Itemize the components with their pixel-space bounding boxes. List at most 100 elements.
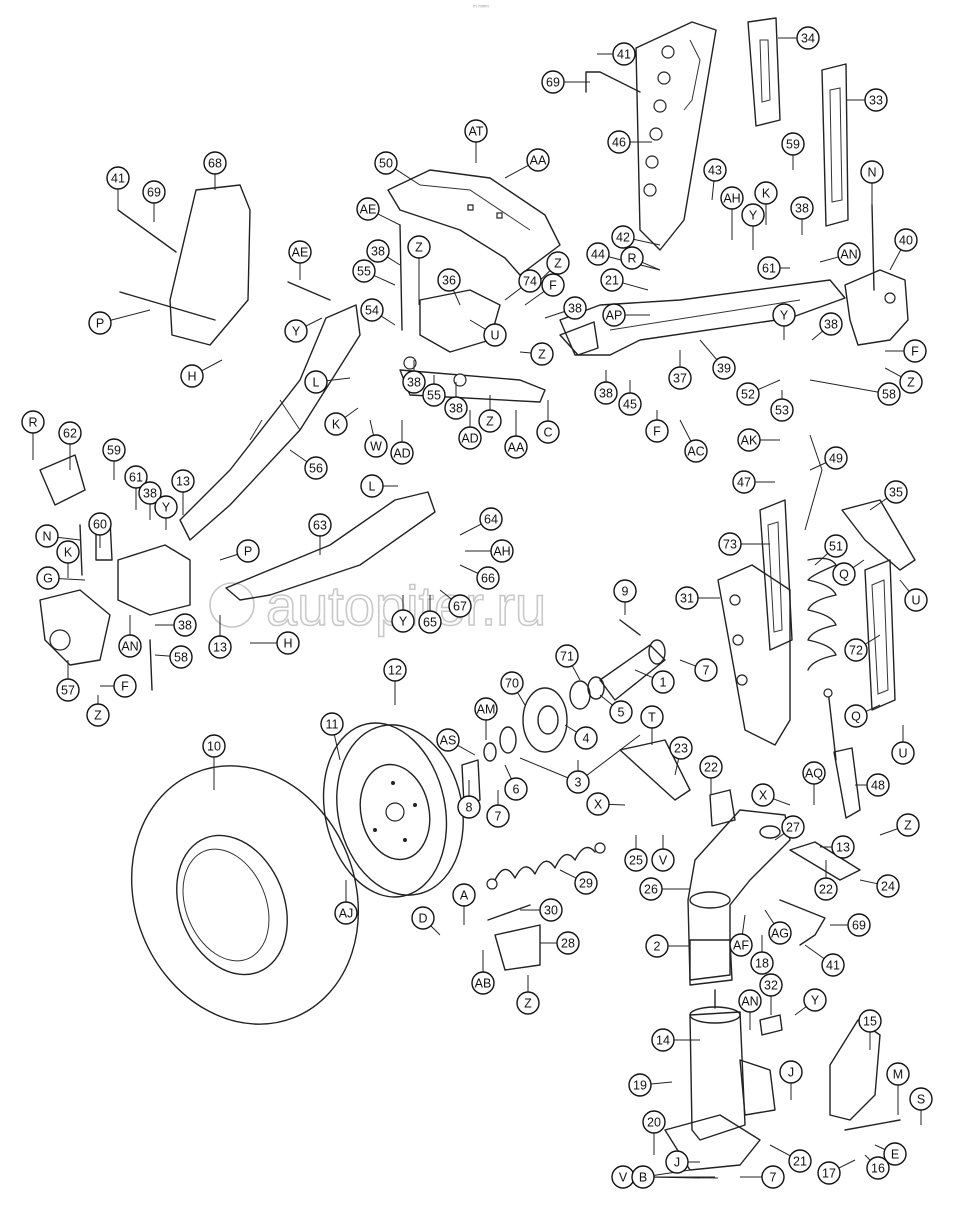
callout-label: 4: [583, 732, 590, 746]
callout-label: F: [653, 425, 661, 439]
callout-12: 12: [383, 658, 407, 705]
callout-circle: [444, 396, 468, 420]
callout-circle: [796, 26, 820, 50]
callout-67: 67: [439, 589, 472, 618]
tire-10: [130, 765, 360, 1025]
leader-line: [369, 419, 375, 436]
leader-line: [439, 589, 452, 600]
callout-label: R: [28, 416, 37, 430]
callout-z: Z: [884, 367, 923, 394]
callout-at: AT: [464, 119, 488, 163]
callout-label: P: [244, 545, 252, 559]
callout-30: 30: [520, 898, 563, 922]
callout-label: 18: [755, 957, 769, 971]
leader-line: [326, 377, 351, 382]
callout-20: 20: [642, 1110, 666, 1155]
callout-circle: [541, 273, 565, 297]
fender-50: [387, 169, 561, 276]
callout-33: 33: [846, 88, 888, 112]
callout-circle: [600, 268, 624, 292]
callout-circle: [770, 398, 794, 422]
leader-line: [764, 909, 775, 925]
callout-72: 72: [844, 634, 881, 662]
callout-circle: [866, 773, 890, 797]
callout-circle: [308, 513, 332, 537]
callout-circle: [476, 566, 500, 590]
callout-label: 59: [107, 444, 121, 458]
callout-label: 59: [786, 138, 800, 152]
callout-26: 26: [639, 877, 690, 901]
callout-label: 2: [654, 940, 661, 954]
callout-label: 69: [546, 76, 560, 90]
callout-p: P: [88, 309, 151, 335]
callout-52: 52: [736, 379, 781, 406]
callout-label: 74: [523, 275, 537, 289]
callout-62: 62: [58, 421, 82, 470]
callout-circle: [504, 777, 528, 801]
callout-label: 73: [723, 538, 737, 552]
callout-46: 46: [607, 130, 652, 154]
callout-circle: [737, 428, 761, 452]
column-14: [664, 989, 783, 1171]
callout-label: 61: [762, 262, 776, 276]
callout-label: AN: [840, 248, 857, 262]
callout-circle: [883, 1142, 907, 1166]
leader-line: [869, 497, 888, 511]
leader-line: [387, 256, 401, 266]
callout-label: 50: [379, 157, 393, 171]
leader-line: [773, 798, 791, 806]
callout-aa: AA: [504, 410, 528, 459]
callout-label: 41: [617, 48, 631, 62]
callout-label: S: [917, 1093, 925, 1107]
callout-label: F: [911, 345, 919, 359]
callout-l: L: [360, 474, 398, 498]
callout-v: V: [651, 835, 675, 872]
callout-am: AM: [474, 697, 498, 740]
callout-label: 25: [629, 854, 643, 868]
callout-circle: [613, 579, 637, 603]
callout-label: 65: [423, 616, 437, 630]
callout-circle: [732, 470, 756, 494]
callout-37: 37: [668, 350, 692, 390]
callout-label: 6: [513, 783, 520, 797]
leader-line: [864, 1154, 871, 1161]
callout-s: S: [909, 1087, 933, 1125]
plate-73: [759, 499, 793, 651]
callout-x: X: [586, 792, 626, 816]
callout-ad: AD: [458, 410, 482, 450]
callout-circle: [304, 456, 328, 480]
callout-69: 69: [142, 180, 166, 222]
callout-a: A: [452, 883, 476, 925]
callout-label: 7: [495, 810, 502, 824]
leader-line: [373, 275, 396, 286]
callout-circle: [536, 420, 560, 444]
callout-label: U: [898, 747, 907, 761]
callout-aj: AJ: [334, 880, 358, 925]
callout-label: 63: [313, 519, 327, 533]
callout-circle: [448, 594, 472, 618]
callout-ak: AK: [737, 428, 780, 452]
callout-circle: [736, 382, 760, 406]
callout-circle: [768, 921, 792, 945]
leader-line: [741, 914, 746, 935]
callout-36: 36: [437, 268, 461, 306]
leader-line: [305, 317, 323, 327]
callout-g: G: [36, 566, 86, 590]
callout-38: 38: [155, 613, 197, 637]
callout-label: 34: [801, 32, 815, 46]
leader-line: [57, 536, 81, 541]
callout-3: 3: [566, 760, 590, 794]
callout-circle: [699, 755, 723, 779]
callout-circle: [628, 1073, 652, 1097]
callout-label: G: [43, 572, 53, 586]
callout-65: 65: [418, 595, 442, 634]
callout-circle: [526, 148, 550, 172]
callout-73: 73: [718, 532, 770, 556]
callout-circle: [899, 370, 923, 394]
callout-41: 41: [597, 42, 636, 66]
callout-circle: [500, 671, 524, 695]
callout-label: Z: [94, 709, 102, 723]
callout-68: 68: [203, 151, 227, 190]
callout-circle: [356, 197, 380, 221]
callout-circle: [803, 988, 827, 1012]
